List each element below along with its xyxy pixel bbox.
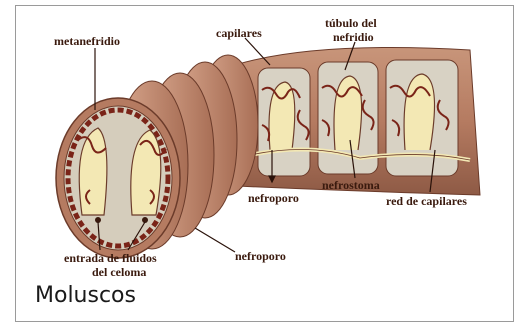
cross-section (56, 98, 180, 258)
label-tubulo-line1: túbulo del (325, 16, 377, 30)
label-nefrostoma: nefrostoma (322, 178, 380, 192)
label-capilares: capilares (216, 26, 262, 40)
figure-caption: Moluscos (35, 283, 136, 308)
label-metanefridio: metanefridio (54, 34, 120, 48)
label-red-capilares: red de capilares (386, 194, 467, 208)
label-nefroporo-bottom: nefroporo (235, 249, 286, 263)
label-entrada-line1: entrada de fluidos (64, 251, 157, 265)
label-entrada-line2: del celoma (92, 265, 146, 279)
label-nefroporo-top: nefroporo (248, 191, 299, 205)
label-tubulo-line2: nefridio (333, 30, 374, 44)
